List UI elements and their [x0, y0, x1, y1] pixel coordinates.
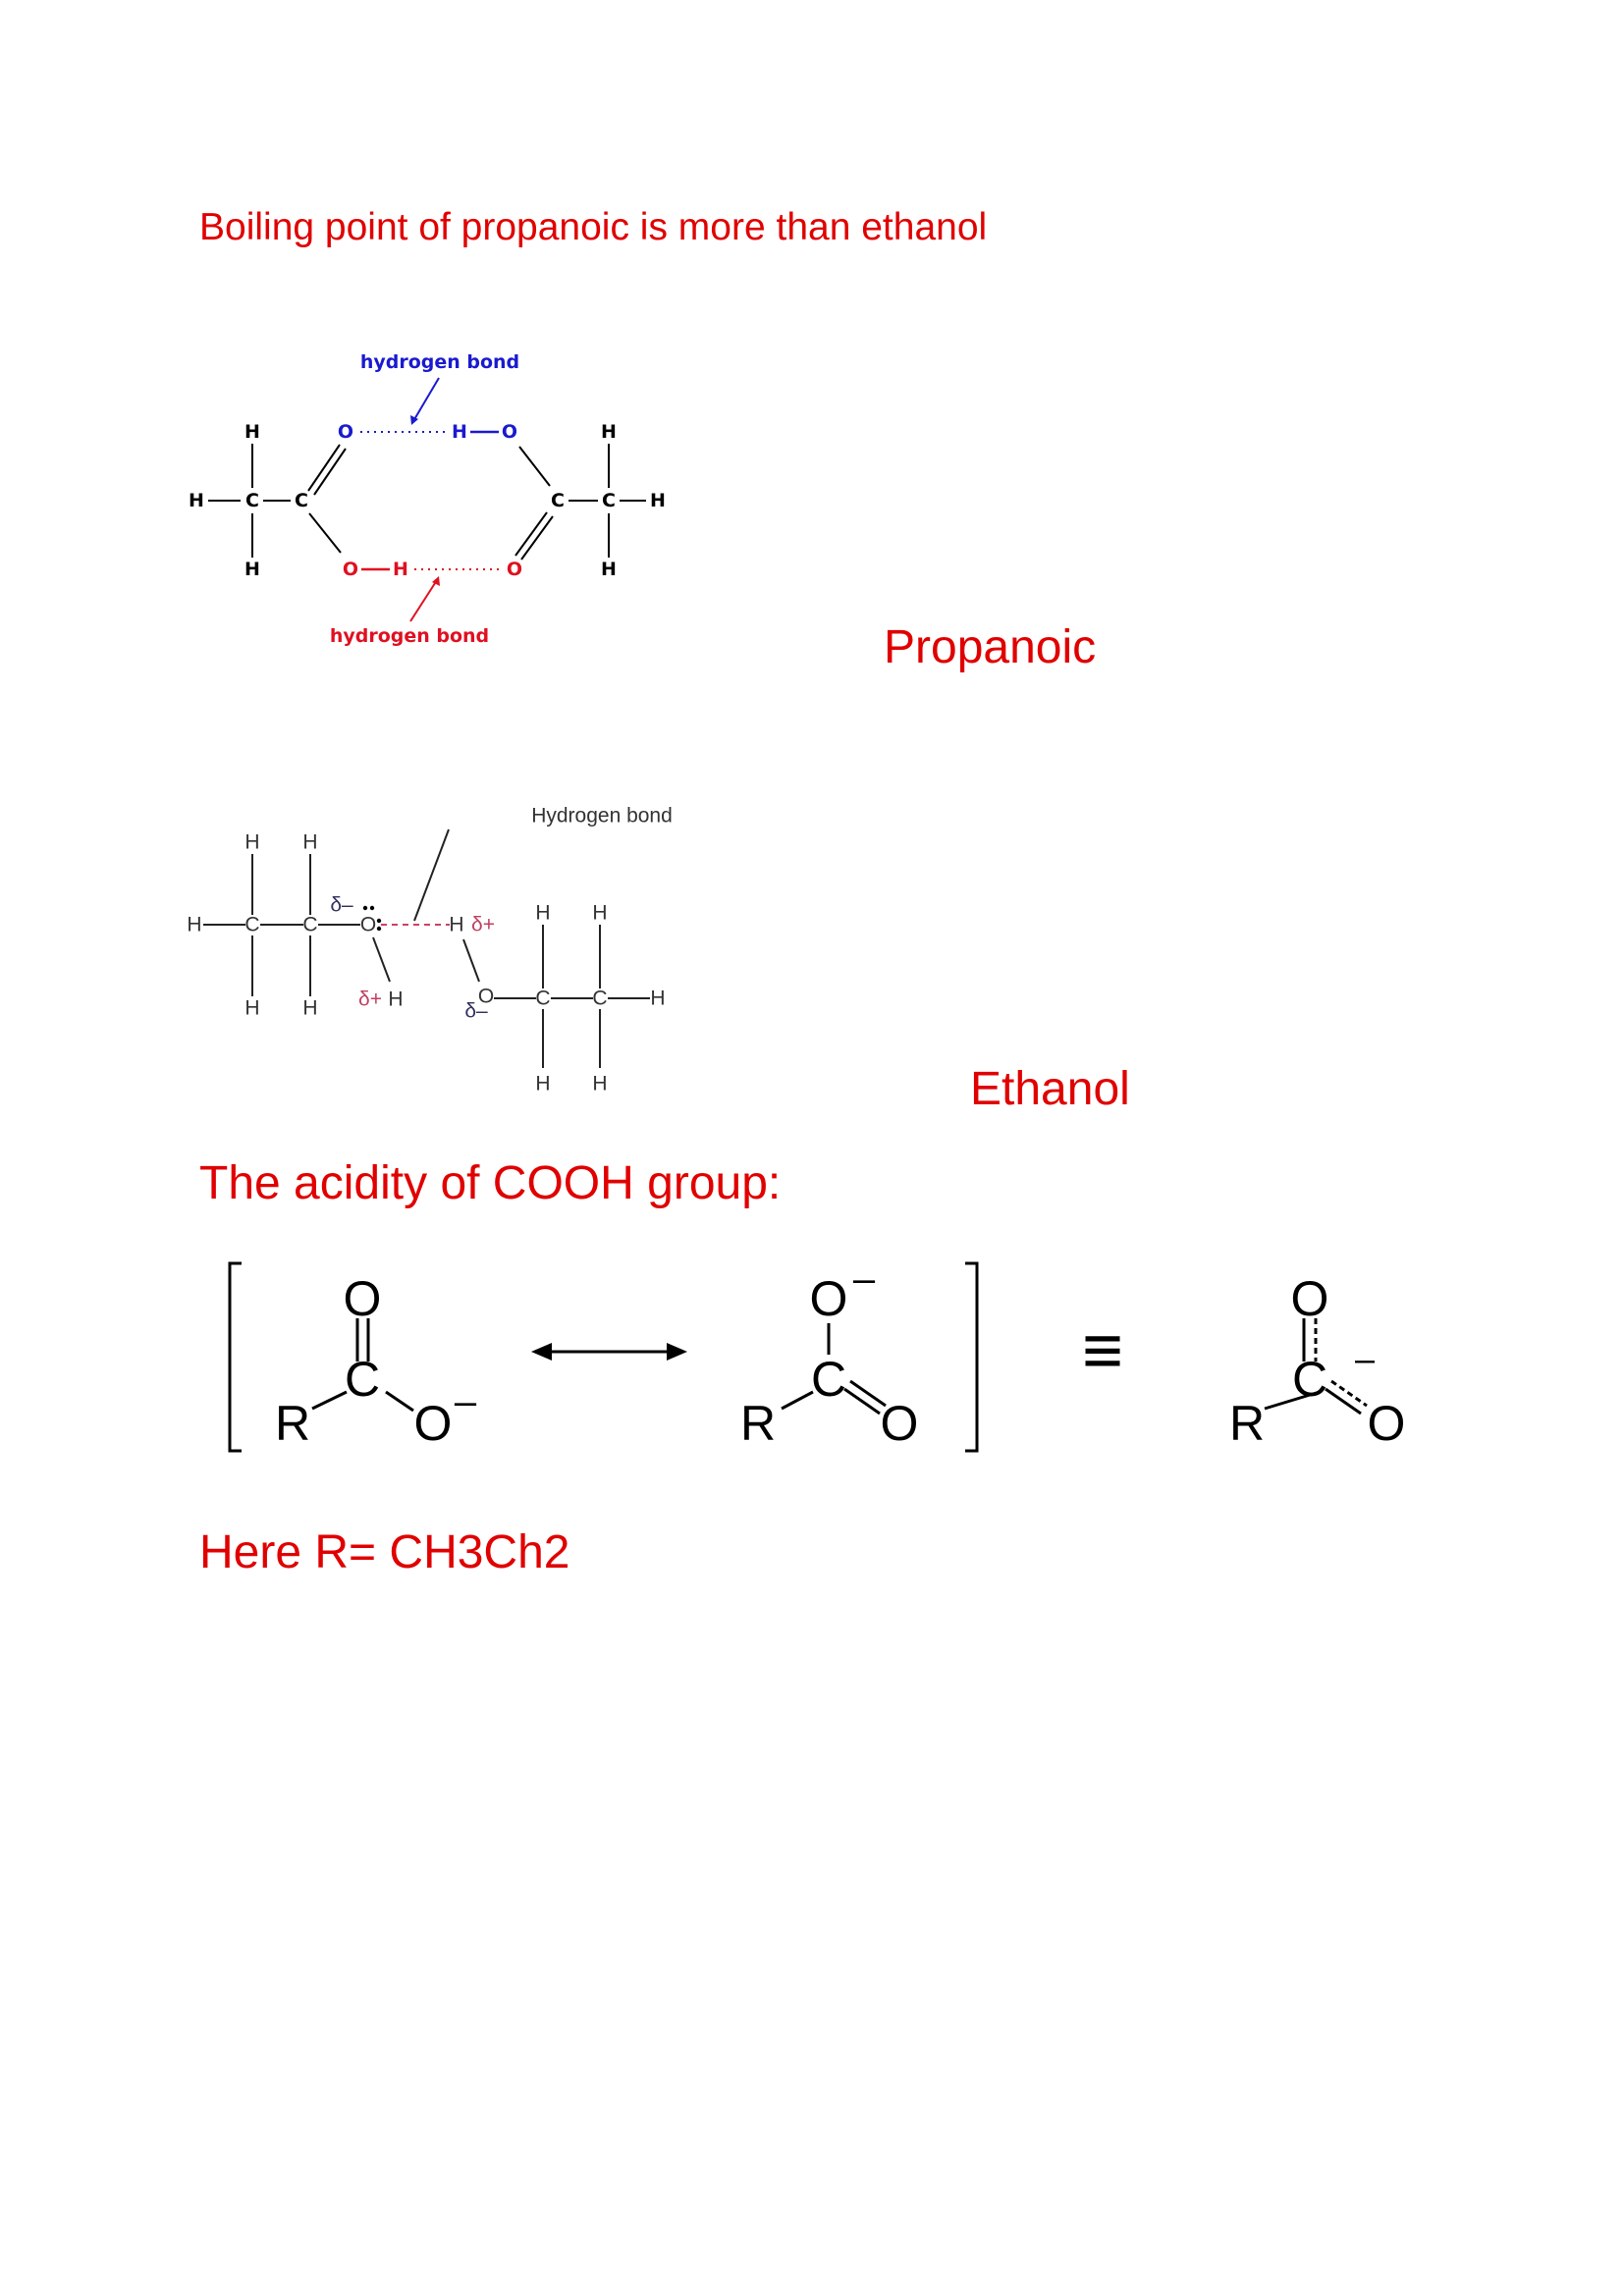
heading-acidity: The acidity of COOH group:	[199, 1157, 782, 1209]
atom-c: C	[602, 490, 616, 511]
atom-o: O	[1368, 1396, 1406, 1451]
atom-r: R	[275, 1396, 310, 1451]
charge-minus: –	[455, 1380, 477, 1423]
atom-h: H	[452, 421, 467, 443]
atom-c: C	[345, 1352, 380, 1407]
atom-h: H	[244, 831, 259, 854]
atom-h: H	[187, 914, 201, 936]
atom-h: H	[535, 902, 550, 925]
atom-r: R	[1229, 1396, 1265, 1451]
atom-c: C	[551, 490, 565, 511]
atom-h: H	[650, 988, 665, 1010]
atom-c: C	[302, 914, 317, 936]
atom-r: R	[740, 1396, 776, 1451]
atom-h: H	[393, 559, 408, 580]
atom-h: H	[601, 421, 617, 443]
heading-r-group: Here R= CH3Ch2	[199, 1526, 570, 1578]
atom-o: O	[478, 986, 494, 1008]
atom-h: H	[650, 490, 666, 511]
atom-o: O	[343, 559, 358, 580]
atom-h: H	[592, 902, 607, 925]
hydrogen-bond-label: Hydrogen bond	[531, 805, 673, 828]
atom-h: H	[449, 914, 463, 936]
atom-o: O	[338, 421, 353, 443]
charge-minus: –	[1355, 1339, 1375, 1379]
right-bracket	[965, 1261, 979, 1453]
atom-c: C	[295, 490, 308, 511]
arrow-head-left	[531, 1343, 552, 1361]
atom-c: C	[244, 914, 259, 936]
atom-o: O	[1291, 1271, 1329, 1326]
atom-o: O	[810, 1271, 848, 1326]
propanoic-dimer-diagram: H C C H H C C H H H O H O hydrogen bond …	[189, 351, 666, 647]
atom-o: O	[881, 1396, 919, 1451]
atom-o: O	[344, 1271, 382, 1326]
atom-c: C	[811, 1352, 846, 1407]
atom-o: O	[502, 421, 517, 443]
atom-h: H	[601, 559, 617, 580]
label-ethanol: Ethanol	[970, 1063, 1130, 1115]
left-bracket	[228, 1261, 242, 1453]
atom-c: C	[1292, 1352, 1327, 1407]
atom-o: O	[414, 1396, 453, 1451]
atom-o: O	[360, 914, 376, 936]
atom-h: H	[244, 559, 260, 580]
atom-h: H	[189, 490, 204, 511]
heading-boiling-point: Boiling point of propanoic is more than …	[199, 206, 988, 248]
delta-minus: δ–	[330, 894, 353, 917]
delta-minus: δ–	[464, 1000, 488, 1023]
ethanol-hbond-diagram: H C C H H H H O H H O C C H H H H H Hydr…	[187, 805, 672, 1095]
hydrogen-bond-label-top: hydrogen bond	[360, 351, 519, 373]
atom-h: H	[244, 997, 259, 1020]
delta-plus: δ+	[358, 988, 382, 1011]
delta-plus: δ+	[471, 914, 495, 936]
atom-c: C	[592, 988, 607, 1010]
atom-h: H	[302, 997, 317, 1020]
atom-h: H	[388, 988, 403, 1011]
carboxylate-resonance-diagram: O C R O – O – C R O ≡ O C R O –	[228, 1257, 1406, 1453]
hydrogen-bond-label-bottom: hydrogen bond	[330, 625, 489, 647]
atom-c: C	[535, 988, 550, 1010]
atom-h: H	[302, 831, 317, 854]
atom-h: H	[535, 1073, 550, 1095]
charge-minus: –	[853, 1257, 876, 1301]
atom-h: H	[592, 1073, 607, 1095]
label-propanoic: Propanoic	[884, 621, 1097, 673]
equivalent-symbol: ≡	[1082, 1311, 1123, 1390]
atom-c: C	[245, 490, 259, 511]
atom-h: H	[244, 421, 260, 443]
atom-o: O	[507, 559, 522, 580]
arrow-head-right	[667, 1343, 687, 1361]
